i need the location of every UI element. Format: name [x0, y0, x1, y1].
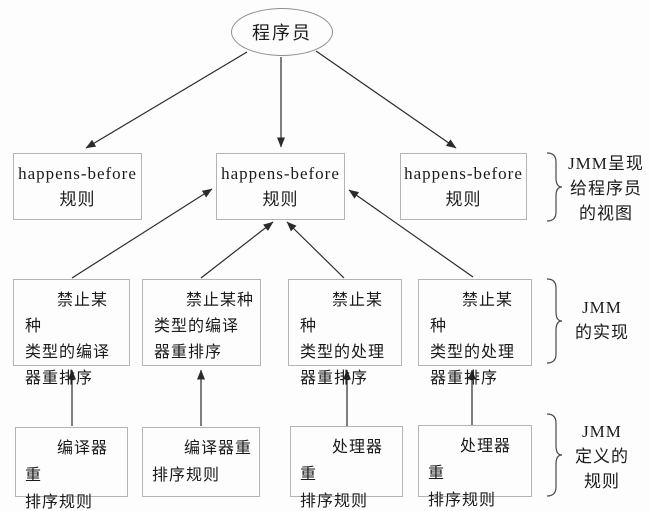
annotation-jmm-view: JMM呈现 给程序员 的视图 [562, 151, 650, 226]
impl-box-compiler-reorder-ban-1: 禁止某种 类型的编译 器重排序 [13, 279, 130, 387]
box-text-line: 规则 [262, 189, 299, 209]
brace-rules [546, 413, 563, 497]
box-text-line: 规则 [445, 189, 482, 209]
hb-rule-box-right: happens-before 规则 [400, 153, 527, 220]
annotation-jmm-implementation: JMM 的实现 [562, 295, 642, 345]
box-text-line: 器重排序 [300, 370, 369, 387]
annotation-line: JMM [582, 422, 622, 441]
hb-rule-box-left: happens-before 规则 [13, 153, 142, 220]
box-text-line: 类型的处理 [430, 344, 516, 361]
impl-box-processor-reorder-ban-1: 禁止某种 类型的处理 器重排序 [288, 279, 402, 387]
box-text-line: happens-before [18, 163, 137, 183]
rule-box-processor-reorder-2: 处理器重 排序规则 [418, 425, 532, 509]
box-text-line: happens-before [221, 163, 340, 183]
arrow-programmer-to-hb-right [315, 50, 457, 149]
rule-box-compiler-reorder-2: 编译器重 排序规则 [142, 427, 260, 497]
annotation-jmm-rules: JMM 定义的 规则 [562, 419, 642, 494]
brace-view [546, 152, 563, 222]
box-text-line: 器重排序 [430, 370, 499, 387]
annotation-line: 规则 [584, 472, 620, 491]
box-text-line: 类型的编译 [25, 344, 111, 361]
annotation-line: JMM [582, 298, 622, 317]
annotation-line: 的实现 [575, 323, 629, 342]
annotation-line: 的视图 [579, 204, 633, 223]
rule-box-compiler-reorder-1: 编译器重 排序规则 [15, 427, 128, 511]
annotation-line: 给程序员 [570, 179, 642, 198]
box-text-line: 编译器重 [25, 440, 109, 484]
box-text-line: 排序规则 [25, 494, 94, 511]
box-text-line: 禁止某种 [300, 292, 384, 335]
box-text-line: 禁止某种 [186, 292, 255, 309]
rule-box-processor-reorder-1: 处理器重 排序规则 [290, 426, 403, 510]
box-text-line: 处理器重 [428, 438, 512, 482]
programmer-node: 程序员 [231, 8, 333, 56]
impl-box-compiler-reorder-ban-2: 禁止某种 类型的编译 器重排序 [142, 279, 261, 366]
box-text-line: 器重排序 [25, 370, 94, 387]
annotation-line: JMM呈现 [568, 154, 644, 173]
box-text-line: 排序规则 [300, 493, 369, 510]
impl-box-processor-reorder-ban-2: 禁止某种 类型的处理 器重排序 [418, 279, 532, 387]
arrow-programmer-to-hb-left [85, 51, 248, 149]
box-text-line: 禁止某种 [430, 292, 514, 335]
programmer-label: 程序员 [252, 23, 312, 43]
box-text-line: 编译器重 [184, 440, 253, 457]
hb-rule-box-center: happens-before 规则 [216, 153, 345, 220]
box-text-line: 排序规则 [428, 492, 497, 509]
box-text-line: 排序规则 [152, 467, 221, 484]
box-text-line: 禁止某种 [25, 292, 109, 335]
box-text-line: happens-before [404, 163, 523, 183]
annotation-line: 定义的 [575, 447, 629, 466]
arrow-impl3-to-hb-center [286, 221, 345, 279]
box-text-line: 规则 [59, 189, 96, 209]
box-text-line: 类型的处理 [300, 344, 386, 361]
box-text-line: 器重排序 [154, 344, 223, 361]
brace-implementation [546, 278, 563, 364]
arrow-impl2-to-hb-center [200, 221, 274, 279]
box-text-line: 类型的编译 [154, 318, 240, 335]
box-text-line: 处理器重 [300, 439, 384, 483]
